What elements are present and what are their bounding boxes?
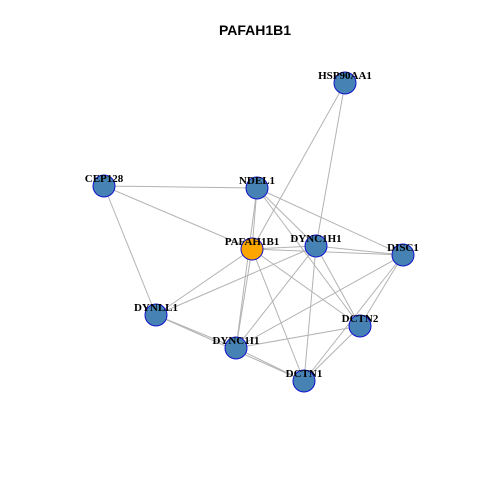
node-label-dctn1: DCTN1 [286,368,323,380]
node-dync1h1[interactable] [304,234,328,258]
node-dync1i1[interactable] [224,336,248,360]
edge-dync1h1-dynll1 [155,245,317,316]
edge-cep128-ndel1 [103,185,258,189]
edge-disc1-dctn2 [359,254,404,327]
node-disc1[interactable] [391,243,415,267]
node-label-dync1i1: DYNC1I1 [212,335,259,347]
edge-ndel1-dctn2 [256,187,361,327]
node-label-ndel1: NDEL1 [239,175,275,187]
node-dynll1[interactable] [144,303,168,327]
edge-cep128-dynll1 [103,185,157,316]
edge-ndel1-dync1h1 [256,187,317,247]
node-label-disc1: DISC1 [387,242,419,254]
node-hsp90aa1[interactable] [333,71,357,95]
edge-dync1h1-dctn1 [303,245,317,382]
edge-dync1h1-dctn2 [315,245,361,327]
nodes-layer [92,71,415,393]
node-label-dynll1: DYNLL1 [134,302,178,314]
edge-pafah1b1-disc1 [251,248,404,256]
edge-dync1h1-disc1 [315,245,404,256]
edge-pafah1b1-dctn1 [251,248,305,382]
node-pafah1b1[interactable] [240,237,264,261]
node-cep128[interactable] [92,174,116,198]
node-label-pafah1b1: PAFAH1B1 [225,236,280,248]
edge-cep128-pafah1b1 [103,185,253,250]
edge-hsp90aa1-dync1h1 [315,82,346,247]
plot-title: PAFAH1B1 [219,22,291,38]
edge-disc1-dync1i1 [235,254,404,349]
edge-ndel1-dync1i1 [235,187,258,349]
edge-pafah1b1-dctn2 [251,248,361,327]
edge-pafah1b1-dync1i1 [235,248,253,349]
edge-hsp90aa1-pafah1b1 [251,82,346,250]
edge-dctn2-dctn1 [303,325,361,382]
edge-dctn2-dync1i1 [235,325,361,349]
edge-dync1i1-dctn1 [235,347,305,382]
node-label-cep128: CEP128 [85,173,124,185]
node-ndel1[interactable] [245,176,269,200]
node-label-dctn2: DCTN2 [342,313,379,325]
edge-ndel1-disc1 [256,187,404,256]
edge-dync1h1-dync1i1 [235,245,317,349]
edge-pafah1b1-dynll1 [155,248,253,316]
node-dctn1[interactable] [292,369,316,393]
node-dctn2[interactable] [348,314,372,338]
node-label-dync1h1: DYNC1H1 [290,233,341,245]
node-label-hsp90aa1: HSP90AA1 [318,70,372,82]
